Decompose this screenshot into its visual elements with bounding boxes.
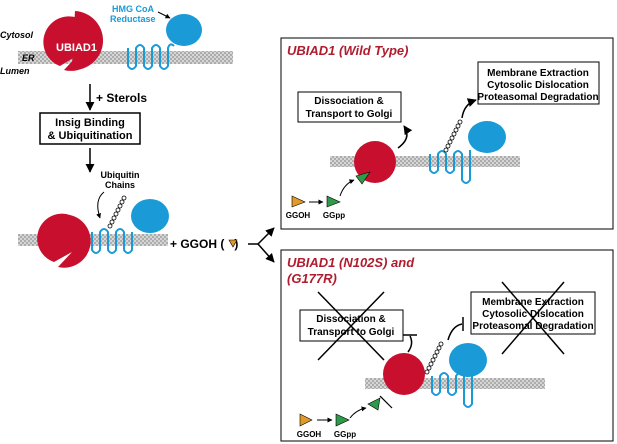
mut-ubiquitin-chain <box>424 341 444 375</box>
sterols-step: + Sterols Insig Binding & Ubiquitination <box>39 84 147 173</box>
wt-dissociation-line1: Dissociation & <box>314 96 383 107</box>
ggoh-add-text: + GGOH ( <box>170 237 224 251</box>
mut-hmgcr-transmembrane <box>431 372 473 408</box>
wt-dissociation-arrow <box>397 125 413 149</box>
ggoh-add-close: ) <box>234 237 238 251</box>
wt-ubiad1-protein <box>354 141 396 183</box>
mut-extraction-cross <box>501 281 565 355</box>
ggoh-branch: + GGOH () <box>170 227 275 263</box>
mut-extraction-box <box>470 291 596 335</box>
er-label: ER <box>22 53 35 63</box>
branch-arrow-up <box>257 227 275 245</box>
ubiquitinated-complex: Ubiquitin Chains <box>18 170 169 268</box>
mut-ggpp-triangle <box>335 413 350 427</box>
ubiquitin-label-line2: Chains <box>105 180 135 190</box>
wt-ggpp-bound <box>355 171 371 185</box>
insig-box <box>39 112 141 145</box>
wt-dissociation-line2: Transport to Golgi <box>306 109 393 120</box>
mut-extraction-line3: Proteasomal Degradation <box>472 321 593 332</box>
ubiquitin-label-line1: Ubiquitin <box>101 170 140 180</box>
mutant-title-line2: (G177R) <box>287 271 337 286</box>
hmgcr-catalytic-domain <box>166 14 202 46</box>
hmgcr-transmembrane-middle <box>91 228 133 254</box>
wt-hmgcr-transmembrane <box>429 150 471 184</box>
resting-state-panel: Cytosol ER Lumen UBIAD1 HMG CoA Reductas… <box>0 4 233 76</box>
wt-extraction-box <box>477 61 600 105</box>
hmgcr-label-arrow <box>157 11 171 19</box>
mut-extraction-line2: Cytosolic Dislocation <box>482 309 584 320</box>
mutant-panel: UBIAD1 (N102S) and (G177R) Dissociation … <box>280 249 614 442</box>
lumen-label: Lumen <box>0 66 30 76</box>
ubiad1-protein-middle <box>37 213 91 268</box>
wt-ggpp-triangle <box>326 195 341 208</box>
wt-ubiquitin-chain <box>443 119 463 153</box>
mut-dissociation-inhibit <box>407 335 413 353</box>
ubiad1-protein-body <box>43 16 98 71</box>
branch-arrow-down <box>257 243 275 263</box>
mut-ubiad1-protein <box>383 353 425 395</box>
mut-ggpp-label: GGpp <box>334 430 356 439</box>
cytosol-label: Cytosol <box>0 30 34 40</box>
mut-ggoh-label: GGOH <box>297 430 322 439</box>
wt-extraction-line3: Proteasomal Degradation <box>477 92 598 103</box>
mut-ggpp-arrow <box>349 406 367 419</box>
wt-membrane <box>330 156 520 167</box>
mut-ggoh-triangle <box>299 413 313 427</box>
mut-ggpp-near <box>367 397 381 411</box>
mut-dissociation-cross <box>317 291 385 361</box>
hmgcr-label-line2: Reductase <box>110 14 156 24</box>
mutant-title-line1: UBIAD1 (N102S) and <box>287 255 415 270</box>
wt-extraction-line1: Membrane Extraction <box>487 68 589 79</box>
ubiquitin-chain-middle <box>107 195 127 229</box>
plus-sterols-label: + Sterols <box>96 91 147 105</box>
wt-ggoh-triangle <box>291 195 306 208</box>
mut-binding-cross-1 <box>379 395 393 409</box>
insig-line1: Insig Binding <box>55 117 125 129</box>
ggoh-add-label: + GGOH () <box>170 237 238 251</box>
wt-ggpp-label: GGpp <box>323 211 345 220</box>
insig-line2: & Ubiquitination <box>48 130 133 142</box>
wild-type-title: UBIAD1 (Wild Type) <box>287 43 408 58</box>
hmgcr-catalytic-domain-middle <box>131 199 169 233</box>
mut-extraction-inhibit <box>447 323 463 341</box>
wt-dissociation-box <box>297 91 402 123</box>
ggoh-add-triangle <box>228 239 238 248</box>
hmgcr-transmembrane <box>127 43 175 70</box>
mut-dissociation-line2: Transport to Golgi <box>308 327 395 338</box>
wt-ggoh-label: GGOH <box>286 211 311 220</box>
hmgcr-label-line1: HMG CoA <box>112 4 154 14</box>
wt-ggpp-arrow <box>339 179 355 197</box>
wt-hmgcr-catalytic-domain <box>468 121 506 153</box>
mut-dissociation-box <box>299 309 404 342</box>
wild-type-panel: UBIAD1 (Wild Type) Dissociation & Transp… <box>280 37 614 230</box>
wt-extraction-line2: Cytosolic Dislocation <box>487 80 589 91</box>
mut-extraction-line1: Membrane Extraction <box>482 297 584 308</box>
ubiquitin-label-arrow <box>96 191 105 219</box>
mut-hmgcr-catalytic-domain <box>449 343 487 377</box>
ubiad1-label: UBIAD1 <box>56 42 97 54</box>
wt-extraction-arrow <box>461 98 477 119</box>
mut-dissociation-line1: Dissociation & <box>316 314 385 325</box>
